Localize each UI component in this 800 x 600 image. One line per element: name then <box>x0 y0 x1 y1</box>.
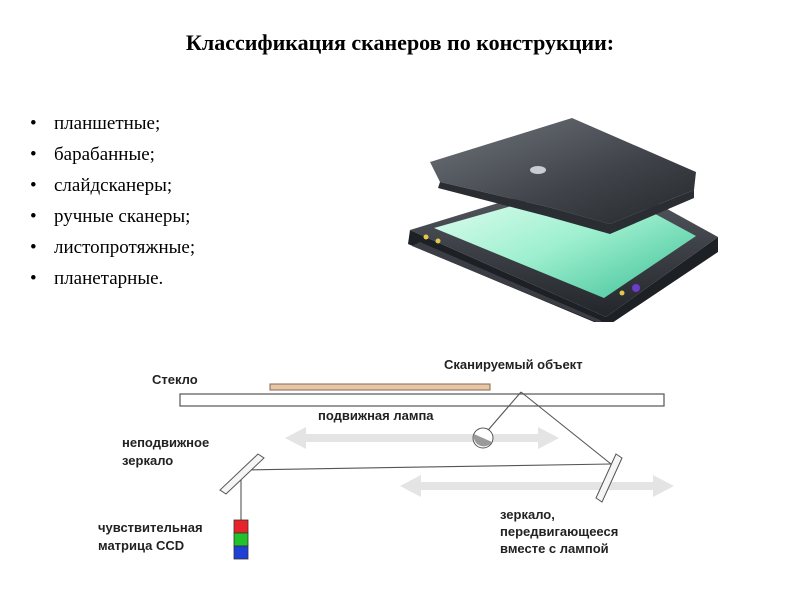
glass-label: Стекло <box>152 372 198 387</box>
logo-icon <box>530 166 546 174</box>
lamp-motion-arrow <box>285 427 559 449</box>
moving-mirror-label: зеркало, передвигающееся вместе с лампой <box>500 507 622 556</box>
page-title: Классификация сканеров по конструкции: <box>185 30 615 55</box>
list-item: планшетные; <box>30 108 195 139</box>
ccd-red <box>233 519 249 534</box>
power-light-icon <box>423 234 429 240</box>
mirror-motion-arrow <box>400 475 674 497</box>
moving-mirror <box>595 453 623 503</box>
list-item: слайдсканеры; <box>30 170 195 201</box>
ccd-sensor <box>233 519 249 560</box>
ccd-green <box>233 532 249 547</box>
ccd-blue <box>233 545 249 560</box>
list-item: барабанные; <box>30 139 195 170</box>
flatbed-scanner-image <box>408 118 718 322</box>
ccd-label: чувствительная матрица CCD <box>98 520 206 553</box>
list-item: планетарные. <box>30 263 195 294</box>
fixed-mirror-label: неподвижное зеркало <box>122 435 213 468</box>
list-item: ручные сканеры; <box>30 201 195 232</box>
scanner-base <box>408 230 718 322</box>
scanner-type-list: планшетные; барабанные; слайдсканеры; ру… <box>30 108 195 294</box>
glass-plate <box>179 393 665 407</box>
lamp-icon <box>472 427 494 449</box>
scan-button-icon <box>632 284 640 292</box>
lamp-label: подвижная лампа <box>318 408 434 423</box>
list-item: листопротяжные; <box>30 232 195 263</box>
object-label: Сканируемый объект <box>444 357 583 372</box>
scanner-lid <box>430 118 696 224</box>
scanned-object <box>269 383 491 391</box>
scanner-optics-diagram: Стекло Сканируемый объект подвижная ламп… <box>98 357 674 560</box>
fixed-mirror <box>219 453 265 495</box>
